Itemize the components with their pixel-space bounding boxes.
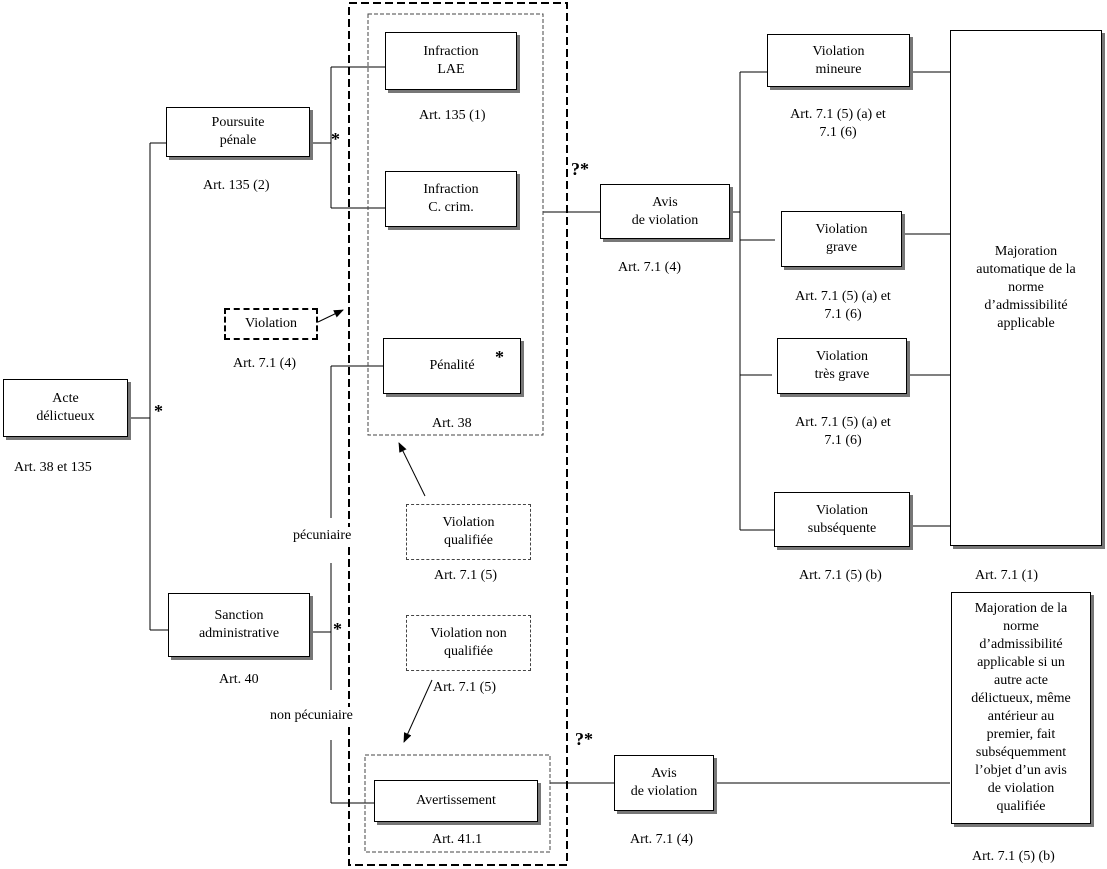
sanction-administrative-label: Sanction administrative xyxy=(198,608,280,641)
infraction-lae-label: Infraction LAE xyxy=(423,44,479,77)
avertissement-label: Avertissement xyxy=(416,793,496,808)
violation-grave-label: Violation grave xyxy=(815,222,868,255)
violation-tres-grave-box: Violation très grave xyxy=(777,338,907,394)
avis-top-question-marker: ?* xyxy=(571,159,589,179)
infraction-ccrim-box: Infraction C. crim. xyxy=(385,171,517,227)
violation-grave-box: Violation grave xyxy=(781,211,902,267)
majoration-conditionnelle-label: Majoration de la norme d’admissibilité a… xyxy=(971,601,1071,814)
avertissement-box: Avertissement xyxy=(374,780,538,822)
infraction-ccrim-label: Infraction C. crim. xyxy=(423,182,479,215)
avis-bottom-question-marker: ?* xyxy=(575,729,593,749)
art-71-1-label: Art. 7.1 (1) xyxy=(975,568,1038,583)
violation-subsequente-label: Violation subséquente xyxy=(807,502,877,536)
art-71-4-violation-label: Art. 7.1 (4) xyxy=(233,356,296,371)
majoration-automatique-label: Majoration automatique de la norme d’adm… xyxy=(976,244,1076,331)
art-tres-grave-label: Art. 7.1 (5) (a) et 7.1 (6) xyxy=(795,415,891,448)
art-71-5-qualifiee-label: Art. 7.1 (5) xyxy=(434,568,497,583)
art-mineure-label: Art. 7.1 (5) (a) et 7.1 (6) xyxy=(790,107,886,140)
violation-mineure-box: Violation mineure xyxy=(767,34,910,87)
violation-label: Violation xyxy=(244,316,298,331)
art-grave-label: Art. 7.1 (5) (a) et 7.1 (6) xyxy=(795,289,891,322)
poursuite-penale-box: Poursuite pénale xyxy=(166,107,310,157)
art-71-5-non-qualifiee-label: Art. 7.1 (5) xyxy=(433,680,496,695)
poursuite-penale-label: Poursuite pénale xyxy=(211,115,265,148)
art-135-1-label: Art. 135 (1) xyxy=(419,108,486,123)
art-135-2-label: Art. 135 (2) xyxy=(203,178,270,193)
violation-qualifiee-box: Violation qualifiée xyxy=(406,504,531,560)
sanction-star-marker: * xyxy=(333,619,342,639)
violation-qualifiee-label: Violation qualifiée xyxy=(442,515,495,548)
art-38-135-label: Art. 38 et 135 xyxy=(14,460,92,475)
non-pecuniaire-label: non pécuniaire xyxy=(270,707,353,725)
majoration-conditionnelle-box: Majoration de la norme d’admissibilité a… xyxy=(951,592,1091,824)
poursuite-star-marker: * xyxy=(331,129,340,149)
avis-violation-top-label: Avis de violation xyxy=(631,194,699,228)
violation-non-qualifiee-label: Violation non qualifiée xyxy=(430,626,507,659)
pecuniaire-label: pécuniaire xyxy=(293,527,352,545)
art-38-label: Art. 38 xyxy=(432,416,472,431)
violation-subsequente-box: Violation subséquente xyxy=(774,492,910,547)
avis-violation-top-box: Avis de violation xyxy=(600,184,730,239)
art-71-5b-bottom-label: Art. 7.1 (5) (b) xyxy=(972,849,1055,864)
acte-delictueux-box: Acte délictueux xyxy=(3,379,128,437)
violation-mineure-label: Violation mineure xyxy=(812,43,865,77)
avis-violation-bottom-box: Avis de violation xyxy=(614,755,714,811)
violation-tres-grave-label: Violation très grave xyxy=(814,349,870,382)
majoration-automatique-box: Majoration automatique de la norme d’adm… xyxy=(950,30,1102,546)
art-71-4-avis-bottom-label: Art. 7.1 (4) xyxy=(630,832,693,847)
acte-delictueux-label: Acte délictueux xyxy=(36,391,95,424)
penalite-star-marker: * xyxy=(495,347,504,367)
art-71-4-avis-top-label: Art. 7.1 (4) xyxy=(618,260,681,275)
infraction-lae-box: Infraction LAE xyxy=(385,32,517,90)
acte-star-marker: * xyxy=(154,401,163,421)
sanction-administrative-box: Sanction administrative xyxy=(168,593,310,657)
art-subsequente-label: Art. 7.1 (5) (b) xyxy=(799,568,882,583)
violation-non-qualifiee-box: Violation non qualifiée xyxy=(406,615,531,671)
violation-box: Violation xyxy=(224,308,318,340)
art-41-1-label: Art. 41.1 xyxy=(432,832,483,847)
art-40-label: Art. 40 xyxy=(219,672,259,687)
penalite-box: Pénalité xyxy=(383,338,521,394)
avis-violation-bottom-label: Avis de violation xyxy=(630,766,698,799)
penalite-label: Pénalité xyxy=(429,358,475,373)
